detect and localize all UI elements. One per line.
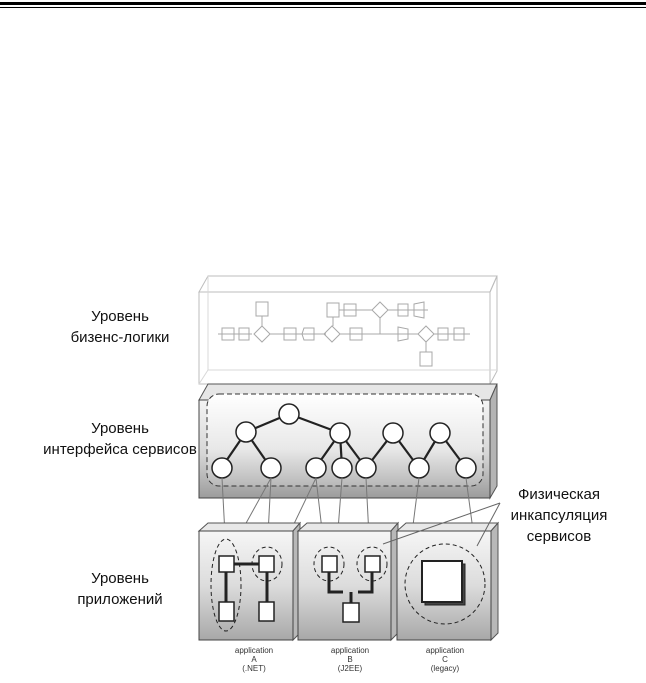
application-c — [395, 521, 500, 642]
business-flow — [218, 301, 470, 367]
app-c-caption: application C (legacy) — [400, 646, 490, 673]
app-a-line2: A — [251, 655, 257, 664]
service-node — [235, 421, 257, 443]
app-b-box — [297, 530, 392, 641]
apps-level-label-line1: Уровень — [91, 570, 149, 587]
app-b-line1: application — [330, 646, 370, 655]
application-a — [197, 521, 302, 642]
business-level-label-line2: бизенс-логики — [70, 329, 170, 346]
service-node — [329, 422, 351, 444]
services-level-label: Уровень интерфейса сервисов — [40, 418, 200, 460]
service-node — [455, 457, 477, 479]
application-b — [296, 521, 400, 642]
business-logic-layer — [198, 275, 498, 385]
app-a-encapsulation — [210, 538, 242, 632]
service-node — [211, 457, 233, 479]
app-a-box — [198, 530, 294, 641]
app-a-caption: application A (.NET) — [209, 646, 299, 673]
service-node — [408, 457, 430, 479]
services-level-label-line1: Уровень — [91, 420, 149, 437]
service-node — [305, 457, 327, 479]
service-box-right-face — [489, 383, 498, 500]
service-node — [331, 457, 353, 479]
app-b-line2: B — [347, 655, 353, 664]
business-box-right-face — [489, 275, 498, 385]
service-node — [260, 457, 282, 479]
callout-line2: инкапсуляция — [510, 507, 608, 524]
callout-line3: сервисов — [526, 528, 592, 545]
header-rule-thin — [0, 7, 646, 8]
business-level-label: Уровень бизенс-логики — [40, 306, 200, 348]
encapsulation-callout: Физическая инкапсуляция сервисов — [494, 484, 624, 547]
callout-line1: Физическая — [517, 486, 601, 503]
business-level-label-line1: Уровень — [91, 308, 149, 325]
app-b-line3: (J2EE) — [337, 664, 363, 673]
app-c-line1: application — [425, 646, 465, 655]
service-node — [382, 422, 404, 444]
app-c-line2: C — [442, 655, 448, 664]
app-c-encapsulation — [404, 543, 486, 625]
callout-pointers — [382, 502, 501, 547]
apps-level-label: Уровень приложений — [40, 568, 200, 610]
app-b-caption: application B (J2EE) — [305, 646, 395, 673]
apps-level-label-line2: приложений — [77, 591, 163, 608]
service-tree-nodes — [211, 403, 477, 479]
service-interface-layer — [198, 383, 498, 500]
service-node — [278, 403, 300, 425]
business-box-top-face — [198, 275, 498, 293]
app-a-line1: application — [234, 646, 274, 655]
app-c-line3: (legacy) — [430, 664, 460, 673]
app-a-line3: (.NET) — [242, 664, 266, 673]
service-node — [429, 422, 451, 444]
header-rule-thick — [0, 2, 646, 5]
service-node — [355, 457, 377, 479]
services-level-label-line2: интерфейса сервисов — [43, 441, 197, 458]
